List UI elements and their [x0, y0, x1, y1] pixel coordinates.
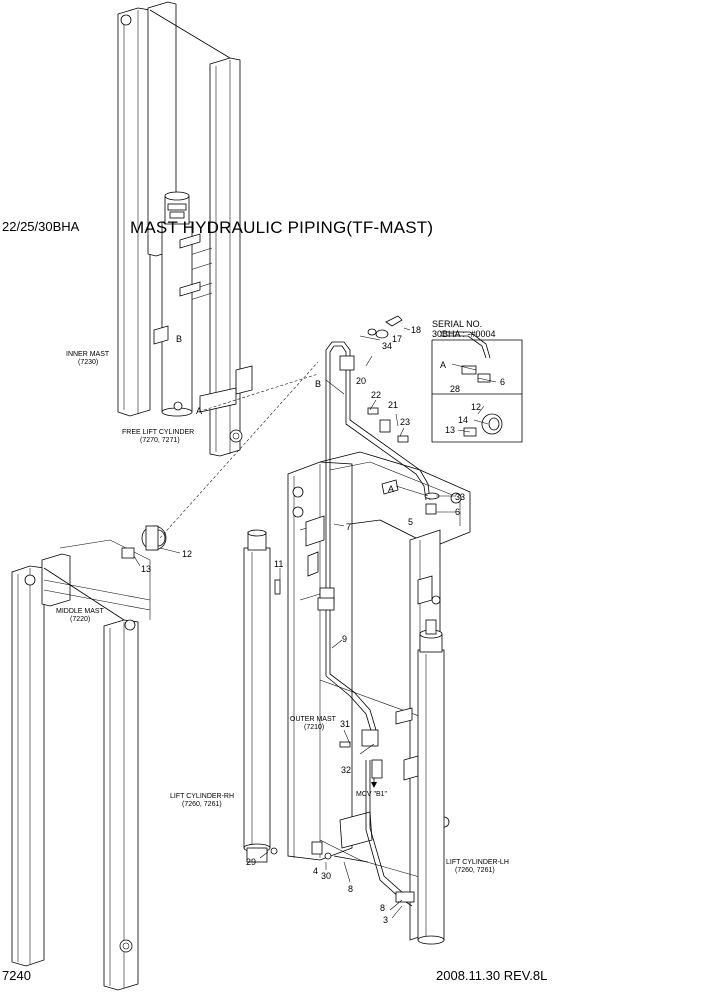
diagram-title: MAST HYDRAULIC PIPING(TF-MAST) [130, 218, 434, 237]
part-34: 34 [382, 341, 392, 351]
middle-mast-drawing [11, 539, 151, 991]
detail-mark-a2: A [388, 484, 394, 494]
part-5: 5 [408, 517, 413, 527]
part-7: 7 [346, 522, 351, 532]
part-13a: 13 [141, 564, 151, 574]
label-outer-mast-code: (7210) [304, 724, 324, 731]
part-12b: 12 [471, 402, 481, 412]
lift-cylinder-lh-drawing [417, 619, 445, 945]
label-serial-no: SERIAL NO. [432, 319, 482, 329]
part-30: 30 [321, 871, 331, 881]
part-9: 9 [342, 634, 347, 644]
part-29: 29 [246, 857, 256, 867]
top-fittings-drawing [270, 315, 440, 860]
label-middle-mast: MIDDLE MAST [56, 608, 105, 615]
part-18: 18 [411, 325, 421, 335]
free-lift-cylinder-drawing [153, 191, 201, 417]
label-outer-mast: OUTER MAST [290, 716, 337, 723]
part-31: 31 [340, 719, 350, 729]
revision-date: 2008.11.30 REV.8L [436, 968, 548, 983]
inner-mast-drawing [117, 1, 253, 457]
model-code: 22/25/30BHA [2, 219, 80, 234]
part-22: 22 [371, 390, 381, 400]
leader-lines [133, 327, 497, 919]
diagram-labels: INNER MAST (7230) FREE LIFT CYLINDER (72… [56, 319, 509, 925]
label-middle-mast-code: (7220) [70, 616, 90, 623]
label-lift-cylinder-lh: LIFT CYLINDER-LH [446, 859, 509, 866]
part-13b: 13 [445, 425, 455, 435]
label-inner-mast-code: (7230) [78, 359, 98, 366]
part-33: 33 [455, 492, 465, 502]
part-32: 32 [341, 765, 351, 775]
label-lift-cylinder-rh-code: (7260, 7261) [182, 801, 222, 808]
part-3: 3 [383, 915, 388, 925]
lift-cylinder-rh-drawing [243, 529, 271, 863]
page-number: 7240 [2, 968, 31, 983]
label-lift-cylinder-rh: LIFT CYLINDER-RH [170, 793, 234, 800]
part-23: 23 [400, 417, 410, 427]
label-inner-mast: INNER MAST [66, 351, 110, 358]
detail-mark-a3: A [440, 360, 446, 370]
label-free-lift-cylinder: FREE LIFT CYLINDER [122, 429, 194, 436]
label-lift-cylinder-lh-code: (7260, 7261) [455, 867, 495, 874]
label-mcv: MCV "B1" [356, 791, 388, 798]
hydraulic-piping-drawing [305, 341, 437, 907]
part-28: 28 [450, 384, 460, 394]
part-6a: 6 [455, 507, 460, 517]
cylinder-seal-drawing [121, 525, 167, 559]
detail-mark-b2: B [315, 379, 321, 389]
detail-mark-b1: B [176, 334, 182, 344]
label-free-lift-cylinder-code: (7270, 7271) [140, 437, 180, 444]
part-8a: 8 [348, 884, 353, 894]
part-8b: 8 [380, 903, 385, 913]
part-20: 20 [356, 376, 366, 386]
part-4: 4 [313, 866, 318, 876]
part-17: 17 [392, 334, 402, 344]
part-12a: 12 [182, 549, 192, 559]
label-serial-range: 30BHA : -#0004 [432, 329, 496, 339]
detail-mark-a1: A [196, 406, 202, 416]
part-21: 21 [388, 400, 398, 410]
part-14: 14 [458, 415, 468, 425]
part-11: 11 [274, 559, 283, 569]
part-6b: 6 [500, 377, 505, 387]
